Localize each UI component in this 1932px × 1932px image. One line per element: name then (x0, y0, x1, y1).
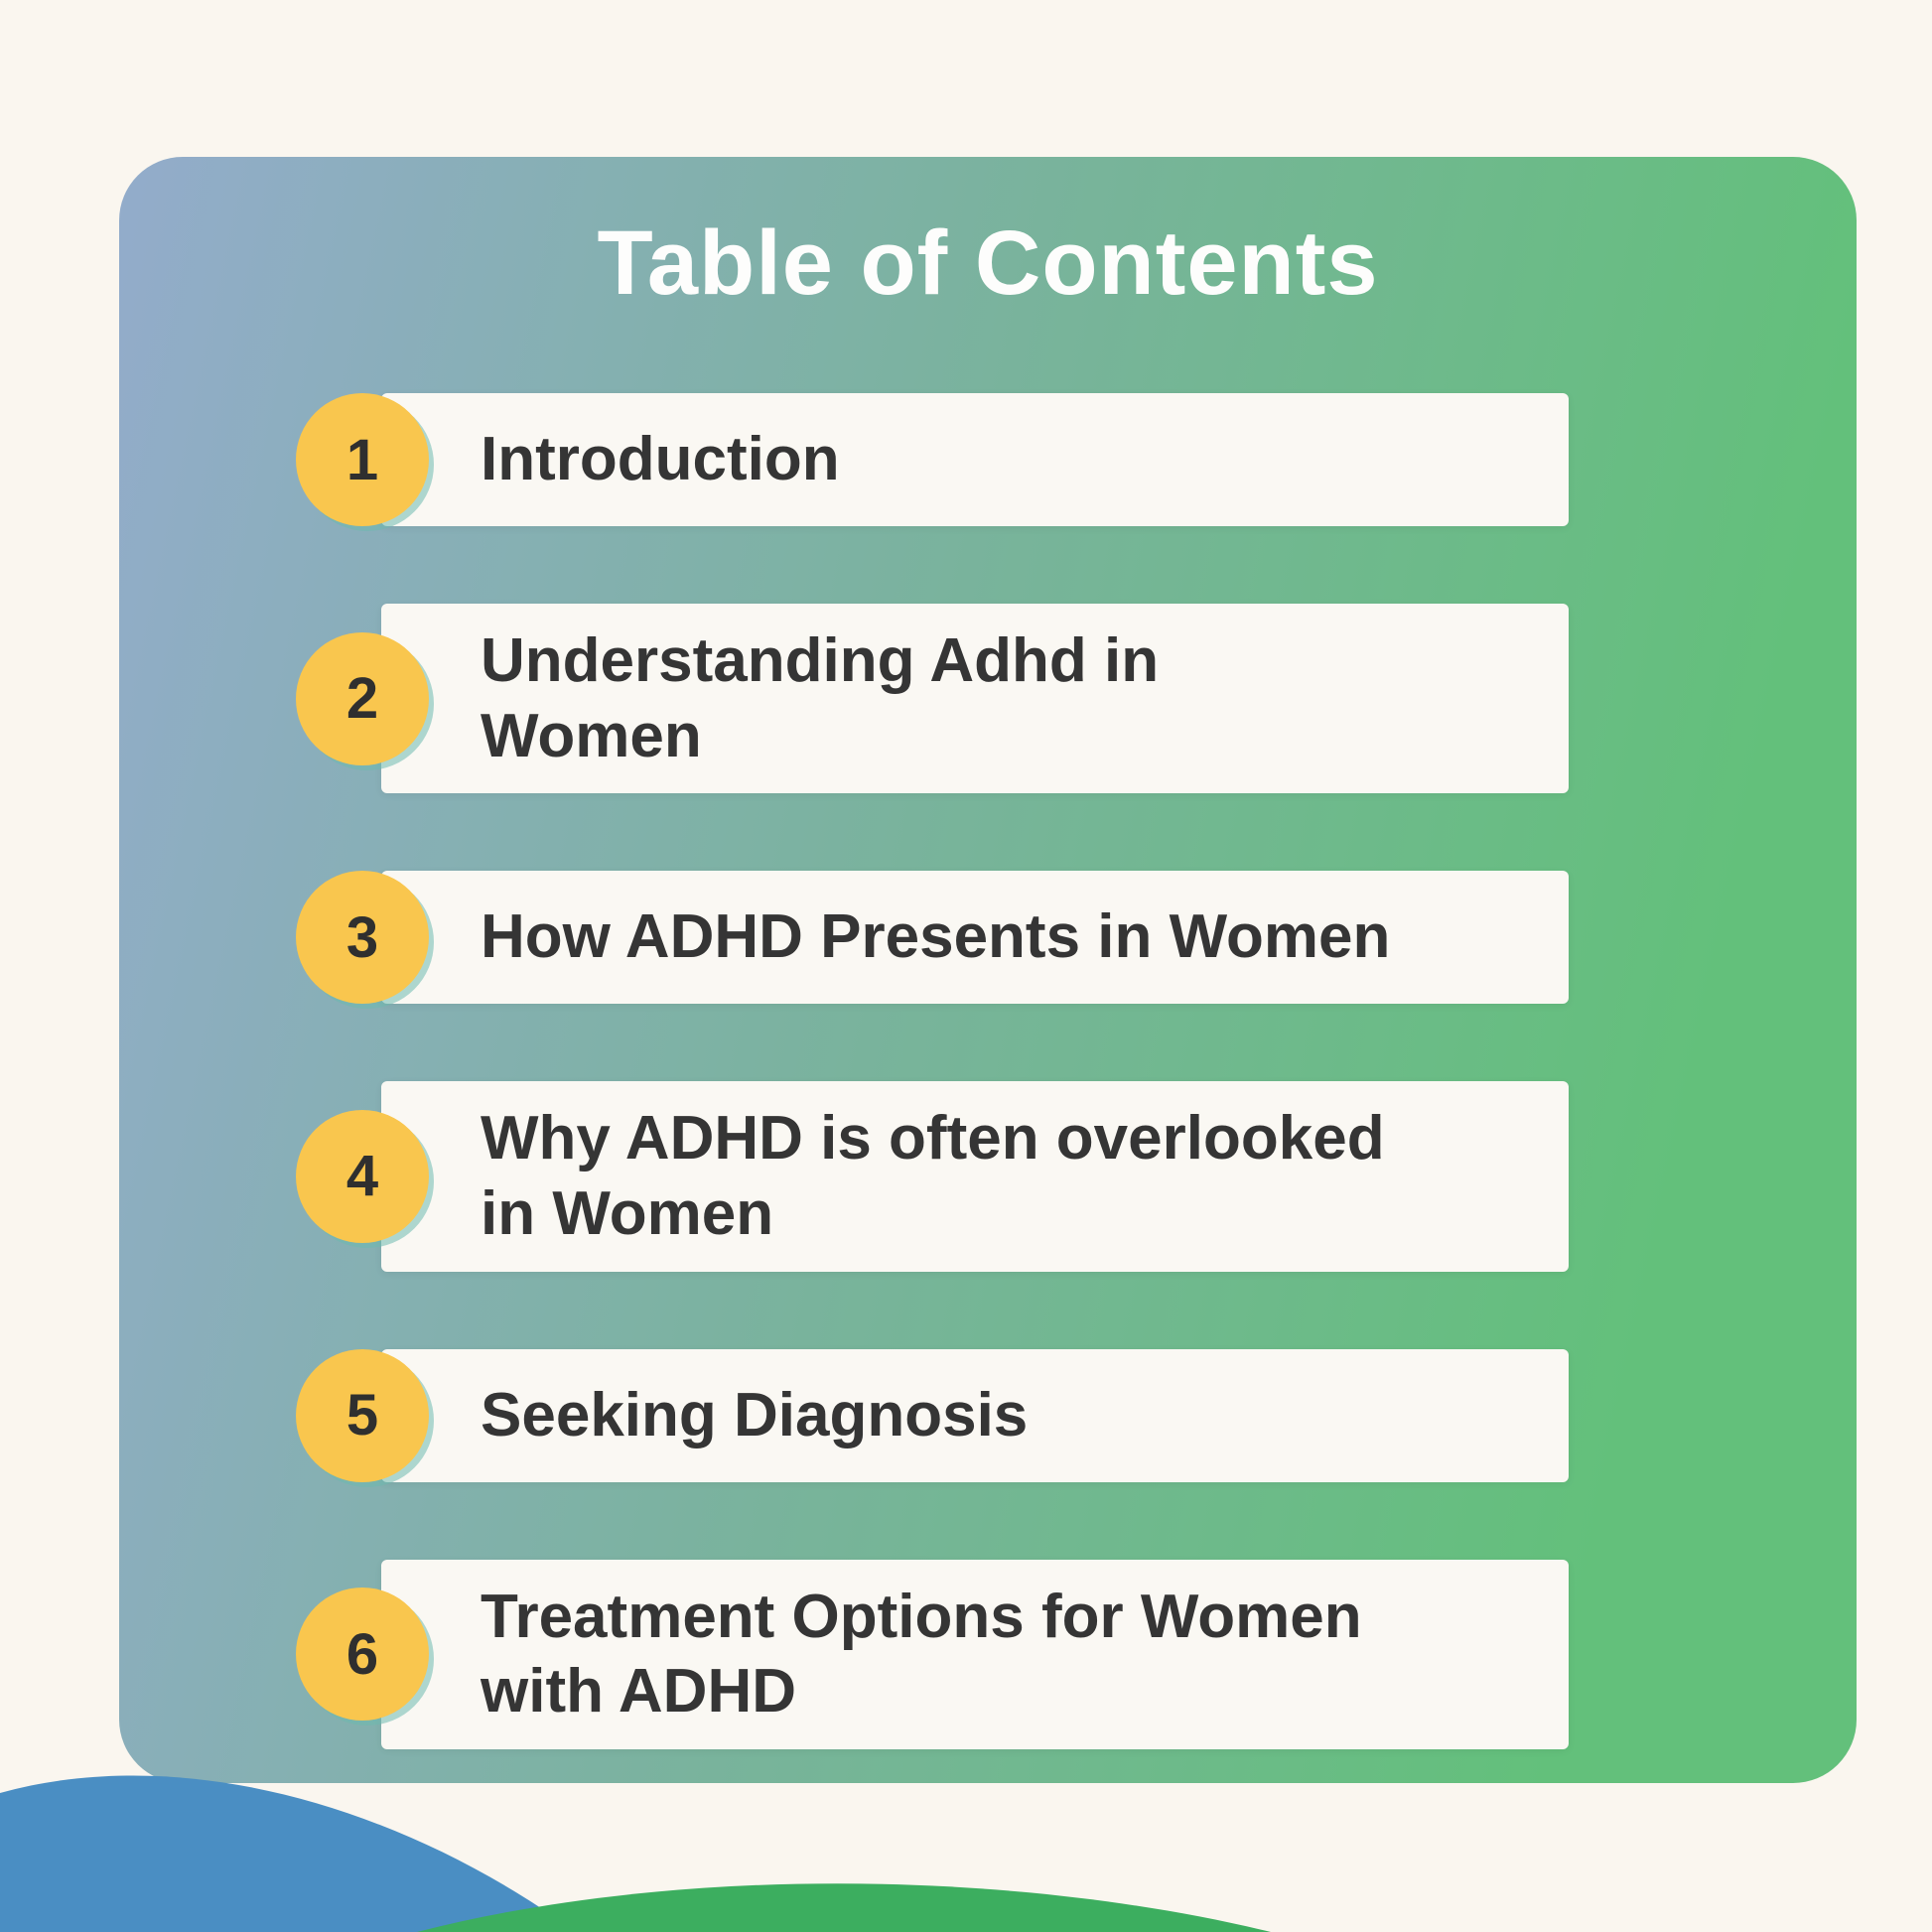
toc-item: 2 Understanding Adhd in Women (296, 604, 1577, 794)
item-number-badge: 5 (296, 1348, 429, 1482)
item-number-badge: 1 (296, 393, 429, 526)
item-label-bar: Understanding Adhd in Women (381, 604, 1569, 794)
item-label-bar: Seeking Diagnosis (381, 1348, 1569, 1482)
table-of-contents-card: Table of Contents 1 Introduction 2 Under… (119, 157, 1857, 1783)
item-label: Introduction (481, 425, 840, 494)
item-label: Understanding Adhd in Women (481, 626, 1160, 770)
item-number-badge: 3 (296, 871, 429, 1005)
item-number-badge: 6 (296, 1587, 429, 1722)
toc-item: 1 Introduction (296, 393, 1577, 526)
toc-item: 3 How ADHD Presents in Women (296, 871, 1577, 1005)
wave-green (417, 1883, 1271, 1932)
item-label: Treatment Options for Women with ADHD (481, 1582, 1362, 1726)
item-label: Why ADHD is often overlooked in Women (481, 1104, 1385, 1248)
item-label-bar: Introduction (381, 393, 1569, 526)
toc-list: 1 Introduction 2 Understanding Adhd in W… (296, 393, 1577, 1749)
item-label: How ADHD Presents in Women (481, 902, 1391, 972)
bottom-wave-decoration (0, 1775, 1271, 1932)
item-label-bar: Why ADHD is often overlooked in Women (381, 1081, 1569, 1272)
toc-item: 5 Seeking Diagnosis (296, 1348, 1577, 1482)
toc-item: 6 Treatment Options for Women with ADHD (296, 1559, 1577, 1749)
item-label-bar: How ADHD Presents in Women (381, 871, 1569, 1005)
item-number-badge: 2 (296, 631, 429, 765)
item-label: Seeking Diagnosis (481, 1380, 1029, 1449)
page-title: Table of Contents (597, 212, 1379, 314)
item-label-bar: Treatment Options for Women with ADHD (381, 1559, 1569, 1749)
wave-blue (0, 1775, 576, 1932)
toc-item: 4 Why ADHD is often overlooked in Women (296, 1081, 1577, 1272)
item-number-badge: 4 (296, 1109, 429, 1243)
